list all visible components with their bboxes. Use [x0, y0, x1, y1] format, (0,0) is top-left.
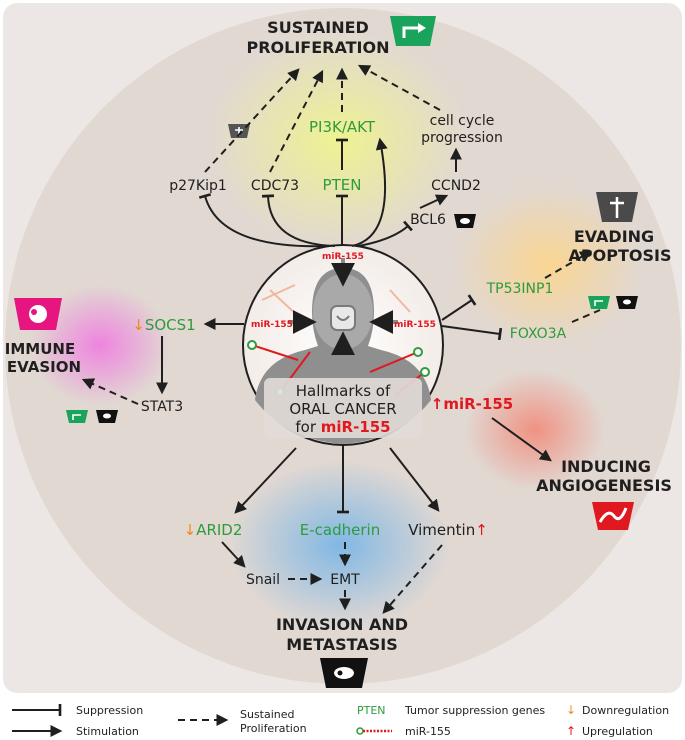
proliferation-title-line1: SUSTAINED — [267, 18, 369, 37]
title-line1: Hallmarks of — [296, 382, 391, 400]
angiogenesis-title-line2: ANGIOGENESIS — [536, 476, 672, 495]
mir155-top-label: miR-155 — [322, 252, 364, 262]
title-line3: for miR-155 — [295, 418, 390, 436]
apoptosis-badges-icon — [588, 296, 638, 309]
immune-glow — [30, 285, 170, 405]
node-socs1: ↓SOCS1 — [132, 316, 195, 334]
node-snail: Snail — [246, 572, 280, 588]
immune-badges-icon — [66, 410, 118, 423]
legend-mir155: miR-155 — [405, 725, 451, 738]
mir155-left-label: miR-155 — [251, 320, 293, 330]
apoptosis-edges — [441, 250, 601, 341]
node-vimentin: Vimentin↑ — [408, 521, 488, 539]
legend-upregulation: Upregulation — [582, 725, 653, 738]
immune-edges — [81, 318, 244, 405]
legend-suppression: Suppression — [76, 704, 143, 717]
immune-title-line1: IMMUNE — [5, 340, 75, 358]
legend-pten-sample: PTEN — [357, 704, 386, 717]
node-stat3: STAT3 — [141, 399, 183, 415]
node-pten: PTEN — [323, 176, 362, 194]
invasion-edges — [221, 445, 443, 614]
title-box — [264, 378, 422, 438]
node-cdc73: CDC73 — [251, 178, 299, 194]
node-foxo3a: FOXO3A — [510, 326, 567, 342]
legend-stimulation: Stimulation — [76, 725, 139, 738]
node-pi3k-akt: PI3K/AKT — [309, 118, 376, 136]
title-line2: ORAL CANCER — [289, 400, 396, 418]
legend-tumor-suppression: Tumor suppression genes — [404, 704, 545, 717]
legend-up-symbol: ↑ — [566, 724, 576, 738]
mir155-hairpins-icon — [247, 284, 430, 397]
invasion-title-line2: METASTASIS — [286, 635, 397, 654]
node-cell-cycle-line2: progression — [421, 130, 503, 146]
apoptosis-title-line2: APOPTOSIS — [569, 246, 672, 265]
node-arid2: ↓ARID2 — [184, 521, 243, 539]
mir155-right-label: miR-155 — [394, 320, 436, 330]
legend-down-symbol: ↓ — [566, 703, 576, 717]
legend-downregulation: Downregulation — [582, 704, 669, 717]
node-e-cadherin: E-cadherin — [300, 521, 380, 539]
angiogenesis-glow — [465, 370, 605, 490]
apoptosis-title-line1: EVADING — [574, 227, 654, 246]
bcl6-cell-icon — [454, 214, 476, 228]
node-tp53inp1: TP53INP1 — [486, 281, 554, 297]
angiogenesis-edge — [491, 417, 552, 462]
node-bcl6: BCL6 — [410, 212, 446, 228]
node-mir155-up: ↑miR-155 — [431, 395, 513, 413]
proliferation-title-line2: PROLIFERATION — [247, 38, 390, 57]
legend-sustained-line2: Proliferation — [240, 722, 307, 735]
node-emt: EMT — [330, 572, 360, 588]
proliferation-edges — [198, 64, 462, 248]
immune-cell-icon — [14, 298, 62, 330]
legend-sustained-line1: Sustained — [240, 708, 295, 721]
apoptosis-tombstone-icon — [596, 192, 638, 222]
central-inward-arrows — [288, 258, 398, 356]
node-p27kip1: p27Kip1 — [169, 178, 227, 194]
invasion-title-line1: INVASION AND — [276, 615, 408, 634]
invasion-glow — [230, 460, 450, 630]
proliferation-arrow-icon — [390, 16, 436, 46]
legend-mir155-symbol — [356, 727, 392, 735]
angiogenesis-vessel-icon — [592, 502, 634, 530]
immune-title-line2: EVASION — [7, 358, 81, 376]
node-ccnd2: CCND2 — [431, 178, 481, 194]
invasion-cell-icon — [320, 658, 368, 688]
node-cell-cycle-line1: cell cycle — [430, 113, 495, 129]
legend: Suppression Stimulation Sustained Prolif… — [12, 703, 669, 738]
angiogenesis-title-line1: INDUCING — [561, 457, 651, 476]
